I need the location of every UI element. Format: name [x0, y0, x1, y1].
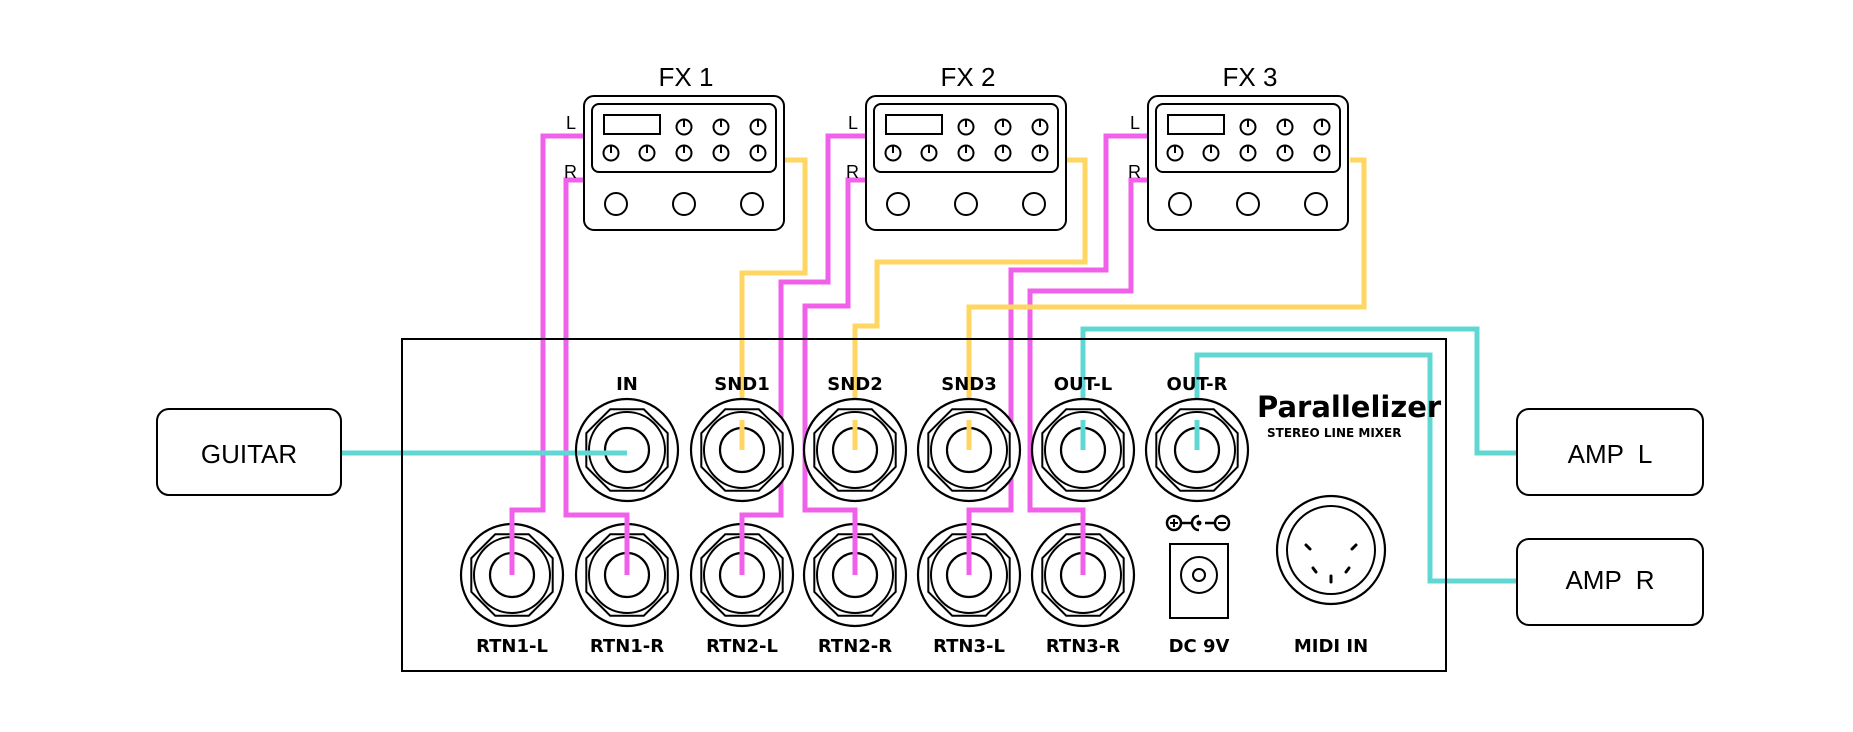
footswitch-icon	[886, 192, 910, 216]
mixer-subtitle: STEREO LINE MIXER	[1267, 426, 1401, 440]
jack-label-rtn1-l: RTN1-L	[476, 636, 548, 657]
jack-label-snd1: SND1	[714, 374, 770, 395]
fx3-input-l-label: L	[1130, 113, 1140, 133]
cable-plugs	[509, 420, 1200, 575]
footswitch-icon	[1022, 192, 1046, 216]
footswitch-icon	[954, 192, 978, 216]
fx3-input-r-label: R	[1128, 162, 1141, 182]
mixer-enclosure	[401, 338, 1447, 672]
bottom-jack-row: RTN1-L RTN1-R RTN2-L RTN2-R RTN3-L RTN3-R	[459, 522, 1136, 657]
jack-label-rtn3-r: RTN3-R	[1046, 636, 1120, 657]
dc-label: DC 9V	[1169, 636, 1230, 657]
midi-in-jack: MIDI IN	[1275, 494, 1387, 657]
fx1-unit: FX 1 L R	[564, 62, 785, 231]
jack-label-snd2: SND2	[827, 374, 883, 395]
fx2-display	[885, 114, 943, 135]
fx2-title: FX 2	[941, 62, 996, 92]
jack-label-snd3: SND3	[941, 374, 997, 395]
cable-snd2-to-fx2	[852, 157, 1088, 450]
guitar-box: GUITAR	[156, 408, 342, 496]
footswitch-icon	[740, 192, 764, 216]
guitar-label: GUITAR	[201, 439, 297, 469]
dc-power-jack: DC 9V	[1165, 514, 1231, 657]
footswitch-icon	[1168, 192, 1192, 216]
fx1-input-r-label: R	[564, 162, 577, 182]
top-jack-row: IN SND1 SND2 SND3 OUT-L OUT-R	[574, 374, 1250, 503]
fx2-input-l-label: L	[848, 113, 858, 133]
jack-label-rtn2-r: RTN2-R	[818, 636, 892, 657]
footswitch-icon	[1236, 192, 1260, 216]
midi-label: MIDI IN	[1294, 636, 1368, 657]
cables	[341, 133, 1517, 584]
fx1-display	[603, 114, 661, 135]
fx3-display	[1167, 114, 1225, 135]
jack-label-in: IN	[616, 374, 638, 395]
footswitch-icon	[1304, 192, 1328, 216]
jack-label-rtn1-r: RTN1-R	[590, 636, 664, 657]
amp-l-label: AMP L	[1568, 439, 1653, 469]
fx3-unit: FX 3 L R	[1128, 62, 1349, 231]
amp-r-label: AMP R	[1565, 565, 1654, 595]
footswitch-icon	[604, 192, 628, 216]
jack-label-out-r: OUT-R	[1167, 374, 1228, 395]
fx-units: FX 1 L R FX 2 L R FX 3 L R	[564, 62, 1349, 231]
jack-in	[574, 397, 680, 503]
jack-label-rtn3-l: RTN3-L	[933, 636, 1005, 657]
jack-label-out-l: OUT-L	[1054, 374, 1113, 395]
mixer-brand: Parallelizer	[1257, 390, 1442, 424]
cable-snd3-to-fx3	[966, 157, 1367, 450]
fx1-input-l-label: L	[566, 113, 576, 133]
midi-pins	[1304, 543, 1358, 584]
fx2-unit: FX 2 L R	[846, 62, 1067, 231]
amp-r-box: AMP R	[1516, 538, 1704, 626]
footswitch-icon	[672, 192, 696, 216]
jack-label-rtn2-l: RTN2-L	[706, 636, 778, 657]
polarity-icon	[1165, 514, 1231, 532]
cable-fx1-l-to-rtn1-l	[509, 133, 584, 556]
fx3-title: FX 3	[1223, 62, 1278, 92]
fx1-title: FX 1	[659, 62, 714, 92]
fx2-input-r-label: R	[846, 162, 859, 182]
cable-snd1-to-fx1	[739, 157, 808, 450]
amp-l-box: AMP L	[1516, 408, 1704, 496]
cable-out-r-to-amp-r	[1194, 352, 1517, 584]
cable-out-l-to-amp-l	[1080, 326, 1517, 456]
